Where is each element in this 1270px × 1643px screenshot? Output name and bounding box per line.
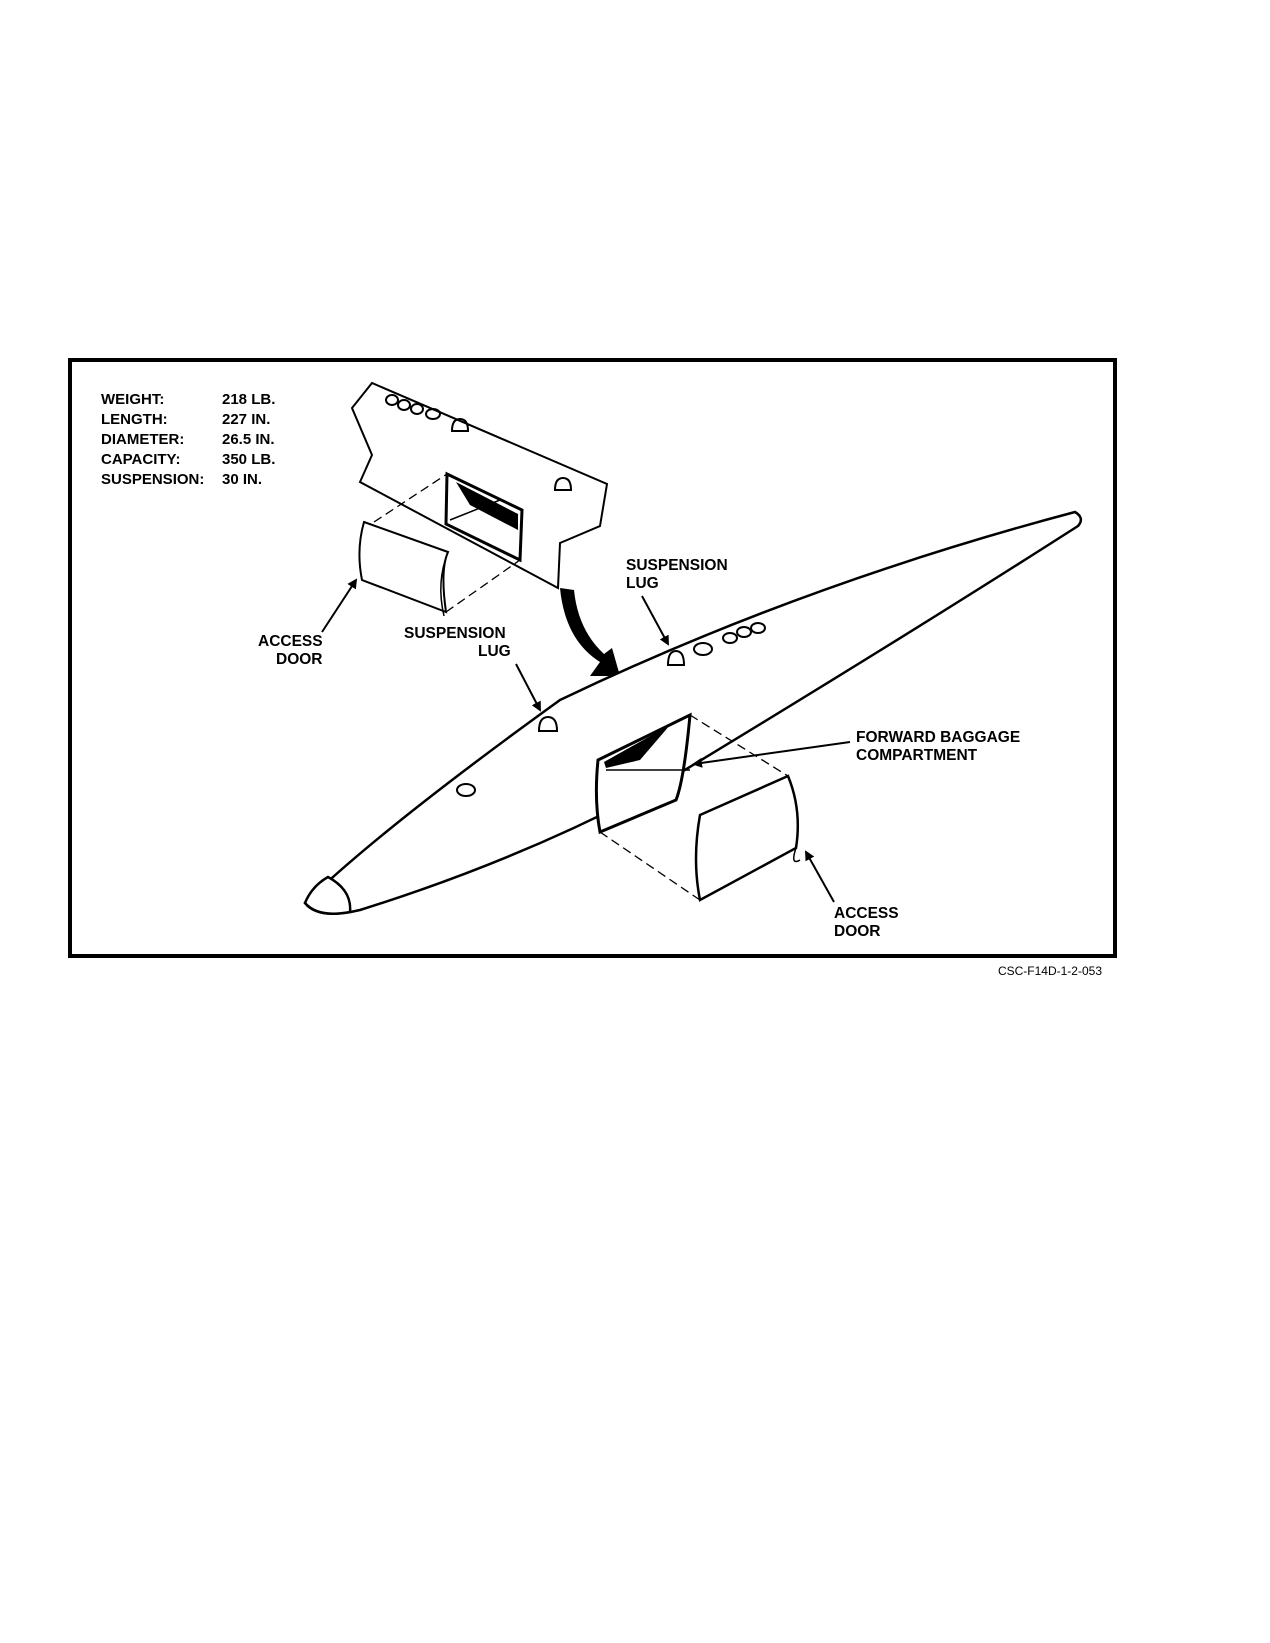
spec-diameter-value: 26.5 IN. [222,431,275,448]
callout-text: DOOR [276,651,323,668]
pod-port-icon [750,622,766,634]
figure-frame [68,358,1117,958]
detail-panel-outline [350,381,609,590]
detail-lug-icon [450,417,470,432]
callout-forward-baggage: FORWARD BAGGAGE COMPARTMENT [692,729,1020,768]
callout-suspension-lug-right: SUSPENSION LUG [626,557,728,646]
pod-vent-icon [456,783,476,797]
spec-suspension-label: SUSPENSION: [101,471,204,488]
spec-weight-value: 218 LB. [222,391,275,408]
spec-suspension-value: 30 IN. [222,471,262,488]
pod-access-door [694,774,800,902]
callout-text: LUG [626,575,659,592]
baggage-pod [303,510,1083,915]
callout-text: SUSPENSION [404,625,506,642]
callout-text: DOOR [834,923,881,940]
callout-suspension-lug-left: SUSPENSION LUG [404,625,541,712]
detail-port-icon [425,408,441,420]
callout-text: SUSPENSION [626,557,728,574]
spec-capacity-label: CAPACITY: [101,451,180,468]
spec-length-label: LENGTH: [101,411,168,428]
callout-text: FORWARD BAGGAGE [856,729,1020,746]
detail-port-icon [385,394,399,406]
callout-text: ACCESS [258,633,323,650]
spec-table: WEIGHT: 218 LB. LENGTH: 227 IN. DIAMETER… [101,391,275,488]
callout-access-door-left: ACCESS DOOR [258,578,358,668]
pod-nose-cap [303,875,352,915]
callout-text: COMPARTMENT [856,747,978,764]
detail-port-icon [397,399,411,411]
pod-compartment-shadow [604,725,670,768]
pod-lug-icon [537,715,559,732]
detail-link-arrow [560,588,620,676]
spec-weight-label: WEIGHT: [101,391,164,408]
pod-compartment-opening [594,712,692,835]
detail-access-door [358,520,450,614]
callout-text: LUG [478,643,511,660]
callout-text: ACCESS [834,905,899,922]
spec-diameter-label: DIAMETER: [101,431,184,448]
spec-capacity-value: 350 LB. [222,451,275,468]
pod-port-icon [736,626,752,638]
pod-port-icon [693,642,713,656]
pod-lug-icon [666,649,686,666]
detail-inset [350,381,609,617]
spec-length-value: 227 IN. [222,411,270,428]
detail-port-icon [410,403,424,415]
figure-id: CSC-F14D-1-2-053 [998,964,1102,978]
pod-port-icon [722,632,738,644]
detail-lug-icon [553,476,573,491]
callout-access-door-right: ACCESS DOOR [805,850,899,940]
pod-outline [303,510,1083,915]
